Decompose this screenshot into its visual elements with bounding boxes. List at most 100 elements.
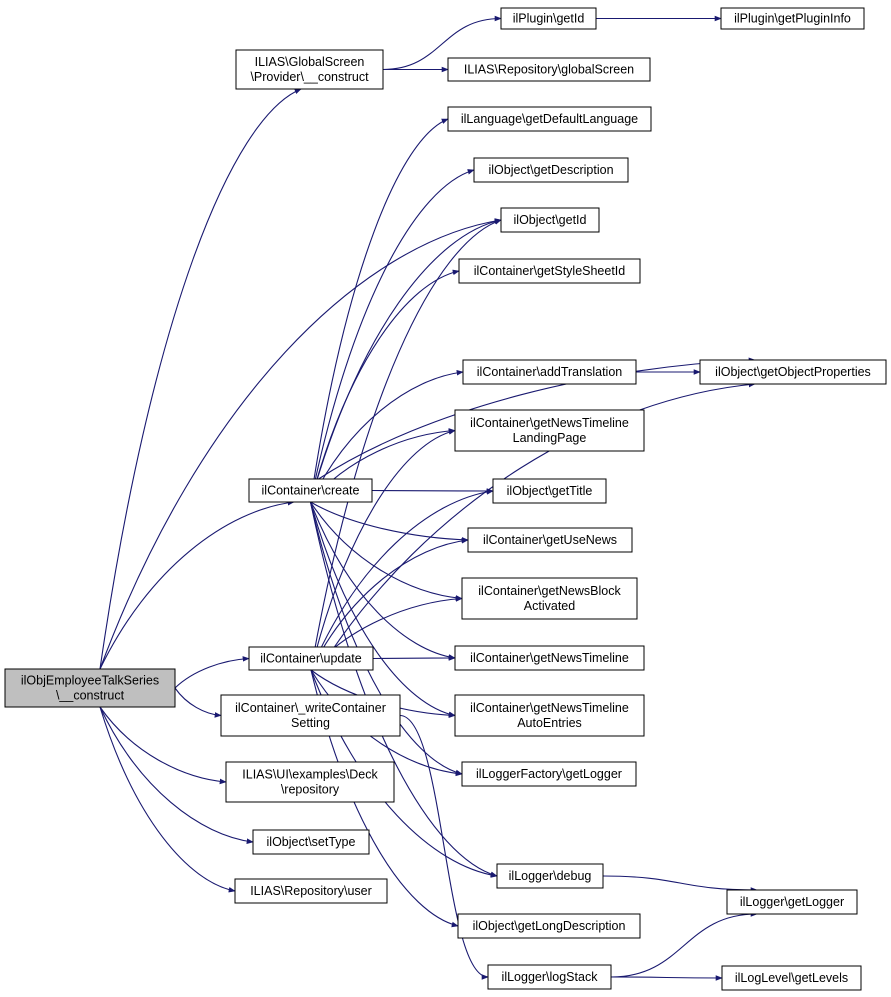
node-box <box>492 478 607 504</box>
node-logfac_getlogger[interactable]: ilLoggerFactory\getLogger <box>461 761 637 787</box>
edge-cont_update-to-cont_timeline <box>372 655 456 661</box>
node-repo_user[interactable]: ILIAS\Repository\user <box>234 878 388 904</box>
node-label-line: ILIAS\Repository\globalScreen <box>464 63 634 77</box>
edge-cont_create-to-cont_autoentries <box>309 501 456 717</box>
edge-cont_write-to-logger_logstack <box>399 714 489 980</box>
node-obj_title[interactable]: ilObject\getTitle <box>492 478 607 504</box>
node-label-line: ilObject\getDescription <box>488 163 613 177</box>
node-obj_settype[interactable]: ilObject\setType <box>252 829 370 855</box>
node-label-line: ilLogLevel\getLevels <box>735 971 848 985</box>
node-box <box>462 359 637 385</box>
node-logger_logstack[interactable]: ilLogger\logStack <box>487 964 612 990</box>
edge-root-to-gs_provider <box>99 88 302 670</box>
node-box <box>248 646 374 671</box>
node-label-line: ilObject\getId <box>514 213 587 227</box>
node-cont_usenews[interactable]: ilContainer\getUseNews <box>467 527 633 553</box>
edge-root-to-obj_settype <box>99 706 254 844</box>
node-obj_desc[interactable]: ilObject\getDescription <box>473 157 629 183</box>
node-box <box>473 157 629 183</box>
node-box <box>248 478 373 503</box>
edge-cont_create-to-obj_props <box>318 357 756 480</box>
edge-cont_update-to-obj_title <box>310 489 494 671</box>
node-label-line: ILIAS\Repository\user <box>250 884 372 898</box>
node-label-line: ilObject\getTitle <box>507 484 593 498</box>
edge-cont_create-to-obj_desc <box>309 169 475 503</box>
edge-root-to-cont_create <box>99 499 295 670</box>
node-label-line: ilContainer\getNewsBlock <box>478 584 621 598</box>
node-box <box>721 965 862 991</box>
edge-logger_debug-to-logger_getlogger <box>602 875 758 893</box>
node-cont_update[interactable]: ilContainer\update <box>248 646 374 671</box>
node-box <box>496 863 604 889</box>
node-box <box>454 694 645 737</box>
node-cont_timeline[interactable]: ilContainer\getNewsTimeline <box>454 645 645 671</box>
node-gs_provider[interactable]: ILIAS\GlobalScreen\Provider\__construct <box>235 49 384 90</box>
node-label-line: ILIAS\GlobalScreen <box>255 55 365 69</box>
edge-gs_provider-to-plugin_getid <box>382 15 502 71</box>
node-obj_props[interactable]: ilObject\getObjectProperties <box>699 359 887 385</box>
node-deck_repo[interactable]: ILIAS\UI\examples\Deck\repository <box>225 761 395 803</box>
node-obj_longdesc[interactable]: ilObject\getLongDescription <box>457 913 641 939</box>
node-box <box>225 761 395 803</box>
node-logger_getlogger[interactable]: ilLogger\getLogger <box>726 889 858 915</box>
node-cont_stylesheet[interactable]: ilContainer\getStyleSheetId <box>458 258 641 284</box>
node-label-line: ILIAS\UI\examples\Deck <box>242 768 378 782</box>
node-loglevel_levels[interactable]: ilLogLevel\getLevels <box>721 965 862 991</box>
node-box <box>699 359 887 385</box>
node-lang_default[interactable]: ilLanguage\getDefaultLanguage <box>447 106 652 132</box>
node-box <box>252 829 370 855</box>
edge-root-to-cont_write <box>174 687 222 718</box>
node-box <box>457 913 641 939</box>
node-box <box>500 207 600 233</box>
node-box <box>4 668 176 708</box>
edge-cont_create-to-cont_newsblock <box>310 501 463 601</box>
edge-cont_create-to-cont_addtrans <box>310 369 464 503</box>
node-label-line: ilPlugin\getPluginInfo <box>734 12 851 26</box>
node-label-line: ilContainer\getNewsTimeline <box>470 416 629 430</box>
node-cont_addtrans[interactable]: ilContainer\addTranslation <box>462 359 637 385</box>
node-box <box>458 258 641 284</box>
node-box <box>447 106 652 132</box>
node-plugin_getid[interactable]: ilPlugin\getId <box>500 7 597 30</box>
node-label-line: Activated <box>524 599 575 613</box>
node-repo_globalscreen[interactable]: ILIAS\Repository\globalScreen <box>447 57 651 82</box>
node-label-line: ilContainer\getUseNews <box>483 533 617 547</box>
edge-root-to-deck_repo <box>99 706 227 785</box>
edge-logger_logstack-to-loglevel_levels <box>610 975 723 981</box>
node-logger_debug[interactable]: ilLogger\debug <box>496 863 604 889</box>
node-label-line: ilLoggerFactory\getLogger <box>476 767 622 781</box>
node-box <box>454 409 645 452</box>
node-box <box>726 889 858 915</box>
node-label-line: ilContainer\update <box>260 652 362 666</box>
edge-cont_create-to-lang_default <box>309 118 449 503</box>
node-obj_getid[interactable]: ilObject\getId <box>500 207 600 233</box>
node-label-line: ilContainer\create <box>262 484 360 498</box>
edge-cont_update-to-cont_usenews <box>310 537 469 671</box>
edge-root-to-cont_update <box>174 656 250 689</box>
node-label-line: \Provider\__construct <box>250 70 369 84</box>
call-nodes: ilObjEmployeeTalkSeries\__constructILIAS… <box>4 7 887 991</box>
edge-cont_create-to-obj_title <box>371 488 494 494</box>
node-label-line: ilLogger\debug <box>509 869 592 883</box>
edge-cont_create-to-cont_usenews <box>310 501 469 543</box>
node-label-line: ilContainer\_writeContainer <box>235 701 386 715</box>
node-plugin_info[interactable]: ilPlugin\getPluginInfo <box>720 7 865 30</box>
node-box <box>461 761 637 787</box>
edge-logger_logstack-to-logger_getlogger <box>610 911 758 978</box>
node-label-line: ilLogger\logStack <box>502 970 599 984</box>
edge-cont_update-to-logfac_getlogger <box>310 669 463 777</box>
node-label-line: ilObjEmployeeTalkSeries <box>21 674 159 688</box>
node-cont_create[interactable]: ilContainer\create <box>248 478 373 503</box>
node-box <box>500 7 597 30</box>
node-label-line: ilContainer\getNewsTimeline <box>470 651 629 665</box>
node-label-line: \__construct <box>56 689 125 703</box>
node-label-line: ilContainer\addTranslation <box>477 365 623 379</box>
node-label-line: ilObject\getObjectProperties <box>715 365 871 379</box>
node-box <box>235 49 384 90</box>
node-box <box>720 7 865 30</box>
